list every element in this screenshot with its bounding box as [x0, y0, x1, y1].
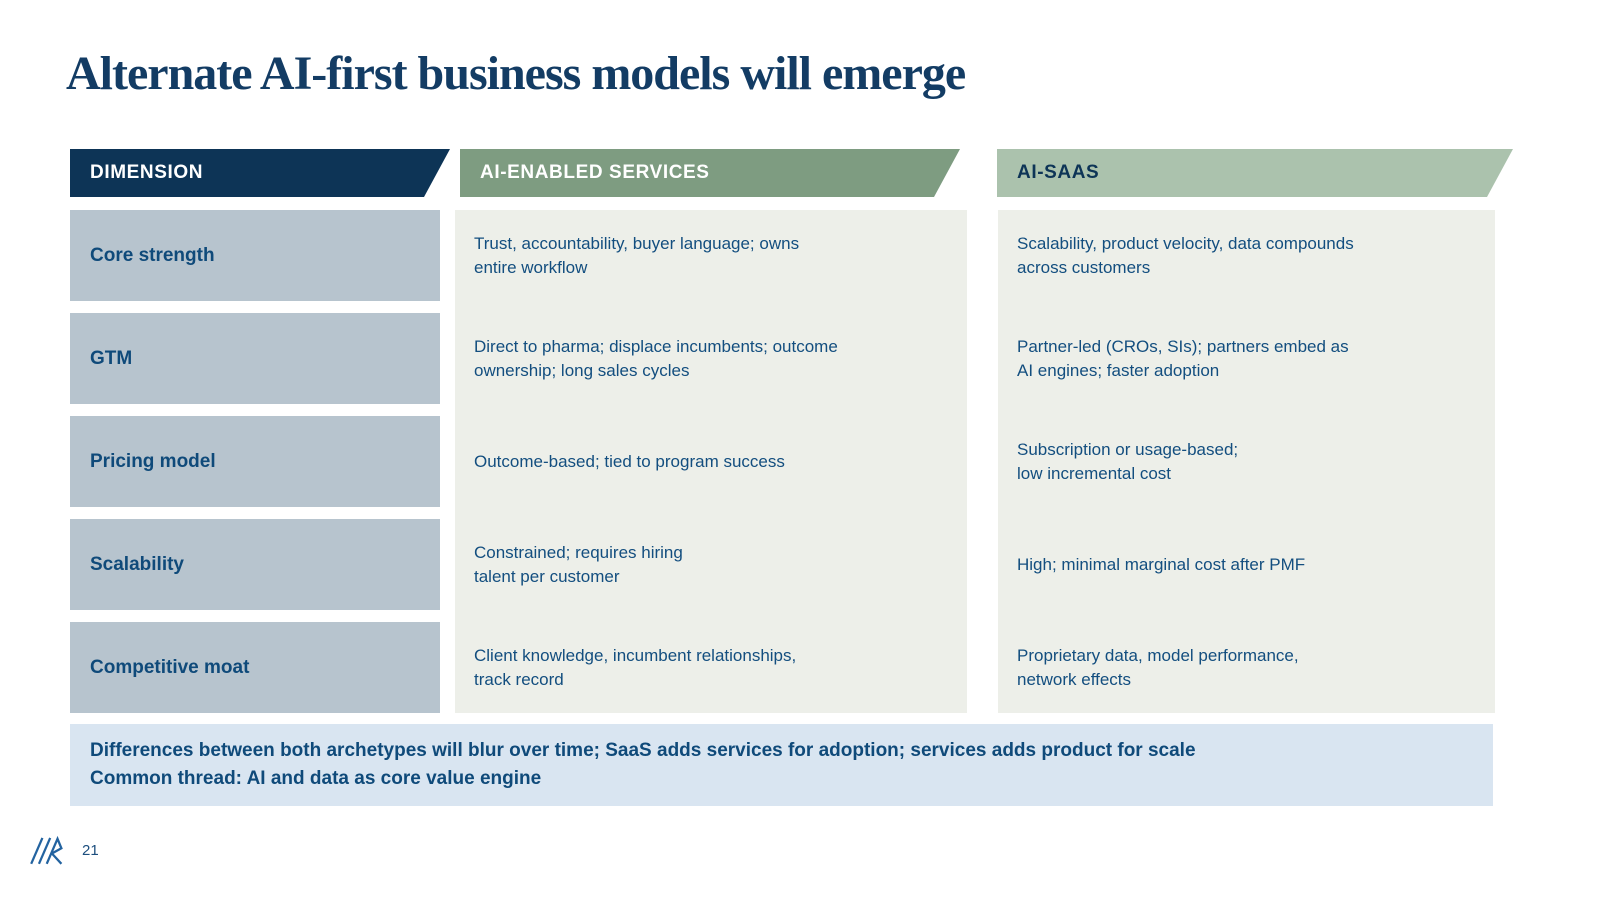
dimension-label: Competitive moat	[90, 656, 250, 678]
page-title: Alternate AI-first business models will …	[66, 47, 966, 100]
table-cell: Outcome-based; tied to program success	[474, 451, 785, 471]
table-header-ai-enabled-services-label: AI-ENABLED SERVICES	[480, 162, 710, 183]
dimension-cell-gtm: GTM	[70, 313, 440, 404]
dimension-cell-competitive-moat: Competitive moat	[70, 622, 440, 713]
table-cell: Direct to pharma; displace incumbents; o…	[474, 336, 838, 380]
table-cell: Constrained; requires hiring talent per …	[474, 542, 683, 586]
table-header-dimension: DIMENSION	[70, 149, 450, 197]
table-cell: High; minimal marginal cost after PMF	[1017, 554, 1306, 574]
table-header-ai-saas-label: AI-SAAS	[1017, 162, 1100, 183]
dimension-label: GTM	[90, 347, 133, 369]
footer: 21	[26, 828, 99, 872]
company-logo-icon	[26, 831, 64, 869]
dimension-cell-pricing-model: Pricing model	[70, 416, 440, 507]
ai-saas-column: Scalability, product velocity, data comp…	[998, 210, 1495, 713]
footnote-line-1: Differences between both archetypes will…	[90, 740, 1196, 761]
ai-enabled-services-column: Trust, accountability, buyer language; o…	[455, 210, 967, 713]
table-cell: Partner-led (CROs, SIs); partners embed …	[1017, 336, 1349, 380]
dimension-label: Pricing model	[90, 450, 216, 472]
table-header-ai-saas: AI-SAAS	[997, 149, 1513, 197]
dimension-label: Scalability	[90, 553, 184, 575]
footnote-line-2: Common thread: AI and data as core value…	[90, 768, 542, 789]
table-cell: Proprietary data, model performance, net…	[1017, 645, 1299, 689]
table-cell: Scalability, product velocity, data comp…	[1017, 233, 1354, 277]
table-cell: Client knowledge, incumbent relationship…	[474, 645, 797, 689]
table-header-dimension-label: DIMENSION	[90, 162, 204, 183]
table-cell: Subscription or usage-based; low increme…	[1017, 439, 1239, 483]
table-cell: Trust, accountability, buyer language; o…	[474, 233, 800, 277]
footnote-banner: Differences between both archetypes will…	[70, 724, 1493, 806]
dimension-label: Core strength	[90, 244, 215, 266]
dimension-cell-core-strength: Core strength	[70, 210, 440, 301]
dimension-cell-scalability: Scalability	[70, 519, 440, 610]
dimension-column: Core strength GTM Pricing model Scalabil…	[70, 210, 440, 713]
page-number: 21	[82, 841, 99, 859]
table-header-ai-enabled-services: AI-ENABLED SERVICES	[460, 149, 960, 197]
